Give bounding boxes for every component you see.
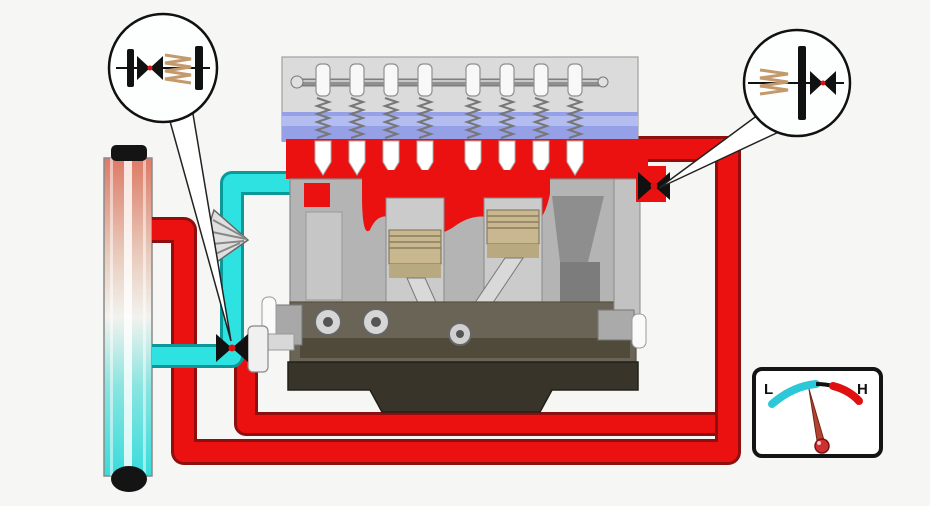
thermostat-valve-plate <box>127 49 134 87</box>
temperature-gauge: L H <box>752 367 883 458</box>
gauge-high-label: H <box>857 381 868 398</box>
thermostat-spring <box>164 53 192 85</box>
radiator-bottom-tank <box>111 466 147 492</box>
gauge-hot-arc <box>829 382 863 405</box>
thermostat-detail-callout-left <box>107 12 219 124</box>
water-pump <box>247 325 295 373</box>
hot-coolant-pipe <box>152 136 741 465</box>
radiator <box>103 145 153 492</box>
side-coolant-passage <box>304 183 330 207</box>
thermostat-detail-callout-right <box>742 28 852 138</box>
thermostat-frame <box>798 46 806 120</box>
rocker-shaft <box>290 75 609 89</box>
thermostat-main <box>216 334 248 362</box>
bypass-hot-pipe <box>234 352 730 436</box>
engine-block <box>261 56 648 413</box>
radiator-cap <box>111 145 147 161</box>
radiator-core-stripe <box>124 158 132 476</box>
thermostat-spring <box>759 68 789 96</box>
gauge-low-label: L <box>764 381 773 398</box>
engine-mount-right <box>597 309 635 341</box>
oil-pan <box>287 361 639 413</box>
piston <box>486 209 540 245</box>
thermostat-frame <box>195 46 203 90</box>
crankcase <box>289 301 637 365</box>
gauge-needle-pivot <box>814 438 830 454</box>
piston <box>388 229 442 265</box>
gauge-cold-arc <box>768 380 820 408</box>
cold-coolant-pipe <box>152 171 300 368</box>
